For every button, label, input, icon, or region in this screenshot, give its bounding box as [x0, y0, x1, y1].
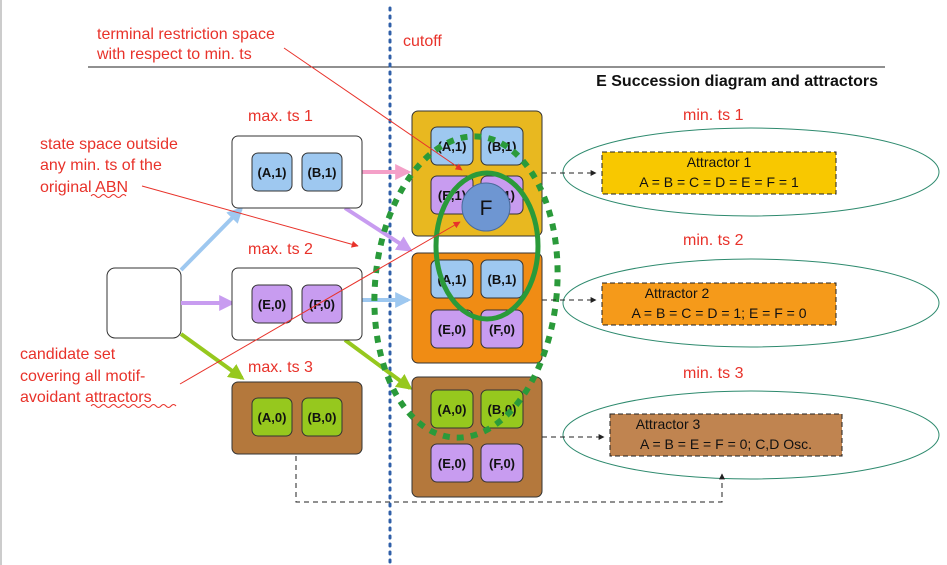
node-a0: [251, 397, 293, 437]
node-b0: [480, 389, 524, 429]
max-ts-3-label: max. ts 3: [248, 359, 313, 376]
node-label: (B,1): [308, 165, 337, 180]
annotation-state-line-1: state space outside: [40, 136, 178, 153]
node-label: (E,0): [438, 456, 466, 471]
annotation-arrow-terminal: [283, 47, 463, 171]
node-label: (B,1): [488, 272, 517, 287]
node-label: (A,1): [438, 139, 467, 154]
attractor-1-ellipse: [562, 127, 940, 217]
annotation-terminal-line-2: with respect to min. ts: [96, 46, 252, 63]
node-label: (B,0): [308, 410, 337, 425]
spellcheck-squiggle: [90, 404, 177, 408]
attractor-3-title: Attractor 3: [636, 416, 701, 432]
root-node: [106, 267, 182, 339]
max-ts-1-label: max. ts 1: [248, 108, 313, 125]
attractor-3-state: A = B = E = F = 0; C,D Osc.: [640, 436, 812, 452]
arrow-max-ts-2-to-min-ts-3: [343, 338, 413, 390]
terminal-restriction-ellipse: [433, 170, 541, 322]
node-f0: [480, 443, 524, 483]
min-ts-2-label: min. ts 2: [683, 232, 744, 249]
min-ts-3-label: min. ts 3: [683, 365, 744, 382]
arrow-root-to-max-ts-3: [179, 332, 245, 380]
candidate-set-ellipse: [371, 133, 561, 441]
attractor-1-box: [601, 151, 837, 195]
annotation-arrow-state-space: [141, 185, 359, 248]
arrow-max-ts-3-to-attractor-3: [295, 456, 725, 503]
cutoff-label: cutoff: [403, 33, 442, 50]
node-label: (A,1): [258, 165, 287, 180]
spellcheck-squiggle: [90, 194, 127, 198]
attractor-2-title: Attractor 2: [645, 285, 710, 301]
max-ts-2-label: max. ts 2: [248, 241, 313, 258]
annotation-candidate-line-3: avoidant attractors: [20, 389, 152, 406]
attractor-3-box: [609, 413, 843, 457]
annotation-candidate-line-1: candidate set: [20, 346, 116, 363]
annotation-arrow-candidate: [179, 221, 461, 385]
f-circle-label: F: [480, 197, 493, 220]
node-label: (F,0): [489, 322, 515, 337]
node-label: (A,0): [258, 410, 287, 425]
annotation-state-line-3: original ABN: [40, 179, 128, 196]
annotation-state-line-2: any min. ts of the: [40, 157, 162, 174]
annotation-candidate-line-2: covering all motif-: [20, 368, 145, 385]
node-a0: [430, 389, 474, 429]
node-label: (A,0): [438, 402, 467, 417]
node-e0: [251, 284, 293, 324]
arrow-max-ts-1-to-min-ts-2: [343, 206, 413, 252]
node-b1: [301, 152, 343, 192]
attractor-1-state: A = B = C = D = E = F = 1: [639, 174, 799, 190]
node-label: (E,0): [438, 322, 466, 337]
node-e0: [430, 309, 474, 349]
node-label: (F,0): [489, 456, 515, 471]
node-a1: [251, 152, 293, 192]
node-b0: [301, 397, 343, 437]
attractor-1-title: Attractor 1: [687, 154, 752, 170]
node-e0: [430, 443, 474, 483]
node-label: (E,0): [258, 297, 286, 312]
node-label: (B,0): [488, 402, 517, 417]
annotation-terminal-line-1: terminal restriction space: [97, 26, 275, 43]
f-circle: [461, 182, 511, 232]
arrow-root-to-max-ts-1: [179, 206, 244, 272]
attractor-2-state: A = B = C = D = 1; E = F = 0: [631, 305, 806, 321]
node-label: (F,0): [309, 297, 335, 312]
panel-title: E Succession diagram and attractors: [596, 73, 878, 90]
min-ts-1-label: min. ts 1: [683, 107, 744, 124]
attractor-3-ellipse: [562, 390, 940, 480]
node-b1: [480, 259, 524, 299]
node-f0: [301, 284, 343, 324]
attractor-2-box: [601, 282, 837, 326]
attractor-2-ellipse: [562, 258, 940, 348]
